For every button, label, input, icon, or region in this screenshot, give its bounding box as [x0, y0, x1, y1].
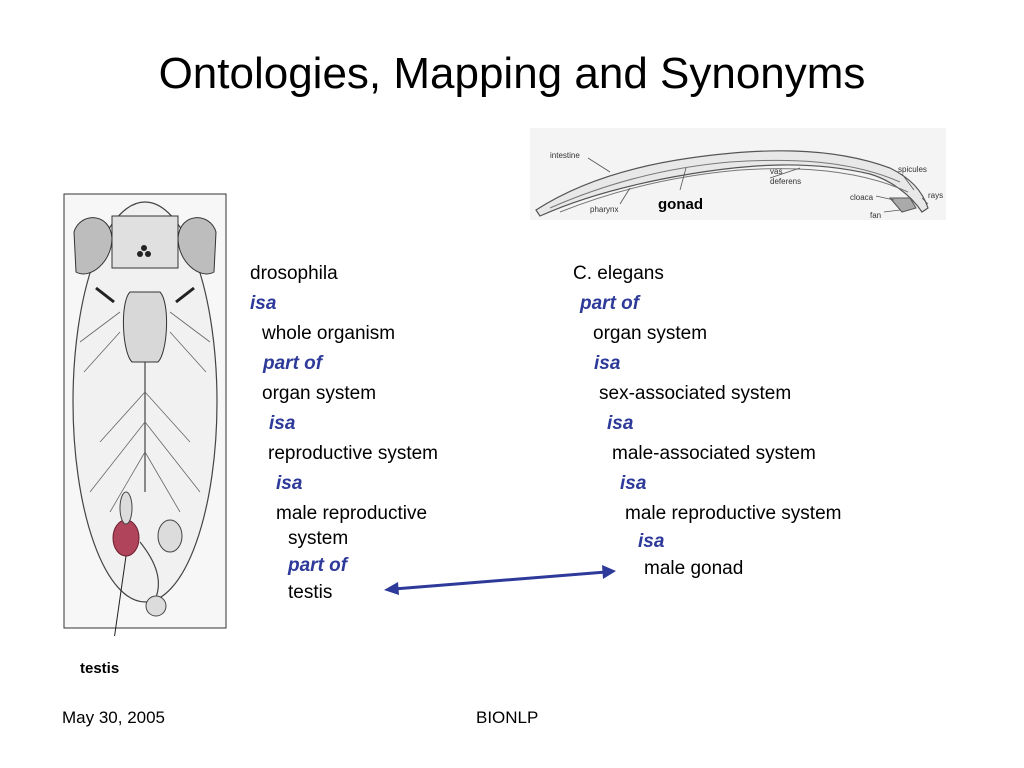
drosophila-term-reproductive-system: reproductive system	[268, 443, 439, 464]
elegans-term-organ-system: organ system	[593, 323, 708, 344]
drosophila-term-male-reproductive: male reproductive	[276, 503, 428, 524]
drosophila-relation-isa: isa	[269, 413, 296, 434]
elegans-relation-part-of: part of	[580, 293, 640, 314]
worm-part-label: rays	[928, 191, 943, 200]
elegans-relation-isa: isa	[607, 413, 634, 434]
worm-part-label: vas	[770, 167, 782, 176]
worm-part-label: deferens	[770, 177, 801, 186]
drosophila-term-organ-system: organ system	[262, 383, 377, 404]
gonad-label: gonad	[658, 196, 703, 213]
drosophila-term-whole-organism: whole organism	[262, 323, 396, 344]
worm-part-label: fan	[870, 211, 881, 220]
worm-part-label: intestine	[550, 151, 580, 160]
elegans-relation-isa: isa	[620, 473, 647, 494]
worm-part-label: cloaca	[850, 193, 874, 202]
elegans-term-male-associated-system: male-associated system	[612, 443, 816, 464]
drosophila-term-male-reproductive-system: system	[288, 528, 349, 549]
drosophila-relation-part-of: part of	[288, 555, 348, 576]
drosophila-header: drosophila	[250, 263, 338, 284]
elegans-term-sex-associated-system: sex-associated system	[599, 383, 792, 404]
elegans-header: C. elegans	[573, 263, 664, 284]
elegans-relation-isa: isa	[594, 353, 621, 374]
drosophila-term-testis: testis	[288, 582, 333, 603]
footer-date: May 30, 2005	[62, 708, 166, 727]
worm-part-label: spicules	[898, 165, 927, 174]
worm-part-label: pharynx	[590, 205, 618, 214]
drosophila-relation-part-of: part of	[263, 353, 323, 374]
elegans-term-male-reproductive-system: male reproductive system	[625, 503, 842, 524]
footer-center-label: BIONLP	[476, 708, 539, 727]
drosophila-relation-isa: isa	[250, 293, 277, 314]
elegans-term-male-gonad: male gonad	[644, 558, 744, 579]
elegans-relation-isa: isa	[638, 531, 665, 552]
fly-illustration	[63, 193, 227, 636]
slide-title: Ontologies, Mapping and Synonyms	[158, 49, 866, 98]
worm-illustration: intestine pharynx vas deferens spicules …	[530, 128, 946, 220]
mapping-arrow	[384, 565, 616, 595]
drosophila-relation-isa: isa	[276, 473, 303, 494]
testis-label: testis	[80, 660, 120, 677]
